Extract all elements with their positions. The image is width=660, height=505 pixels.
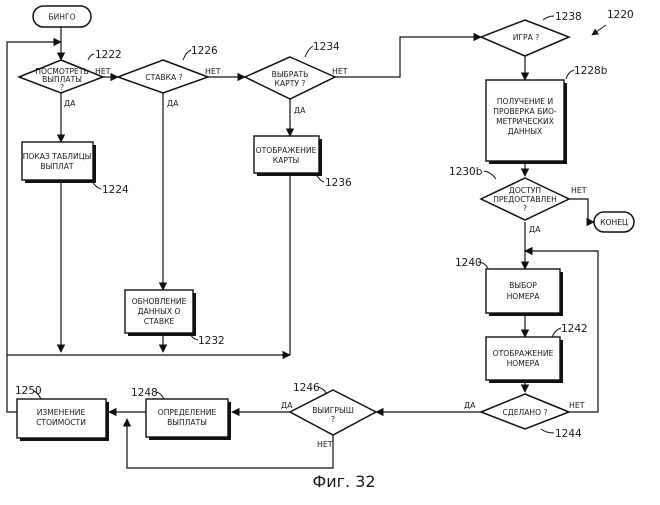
ref-1244: 1244 <box>555 428 582 440</box>
ref-1250: 1250 <box>15 385 42 397</box>
leader-1230b <box>484 171 496 179</box>
figure-caption: Фиг. 32 <box>312 472 375 491</box>
edge-card-no-to-game <box>335 37 481 77</box>
ref-1234: 1234 <box>313 41 340 53</box>
show-number-label-line-1: ОТОБРАЖЕНИЕ <box>493 349 554 358</box>
done-no-label: НЕТ <box>569 401 585 410</box>
determine-payout-label-line-1: ОПРЕДЕЛЕНИЕ <box>158 408 217 417</box>
leader-1220 <box>592 25 606 35</box>
card-yes-label: ДА <box>294 106 306 115</box>
show-number-label-line-2: НОМЕРА <box>507 359 541 368</box>
access-no-label: НЕТ <box>571 186 587 195</box>
show-table-box <box>22 142 93 180</box>
view-payouts-label-line-3: ? <box>60 83 64 92</box>
bet-yes-label: ДА <box>167 99 179 108</box>
show-table-label-line-2: ВЫПЛАТ <box>40 162 74 171</box>
ref-1222: 1222 <box>95 49 122 61</box>
bet-no-label: НЕТ <box>205 67 221 76</box>
choose-card-label-line-1: ВЫБРАТЬ <box>272 70 309 79</box>
ref-1224: 1224 <box>102 184 129 196</box>
select-number-box <box>486 269 560 313</box>
win-no-label: НЕТ <box>317 440 333 449</box>
ref-1236: 1236 <box>325 177 352 189</box>
ref-1232: 1232 <box>198 335 225 347</box>
update-bet-label-line-3: СТАВКЕ <box>144 317 175 326</box>
ref-1228b: 1228b <box>574 65 608 77</box>
ref-1238: 1238 <box>555 11 582 23</box>
leader-1228b <box>566 70 574 79</box>
leader-1242 <box>552 328 561 337</box>
ref-1220: 1220 <box>607 9 634 21</box>
biometrics-label-line-3: МЕТРИЧЕСКИХ <box>496 117 554 126</box>
leader-1238 <box>543 16 554 20</box>
show-card-label-line-2: КАРТЫ <box>273 156 300 165</box>
win-yes-label: ДА <box>281 401 293 410</box>
edge-change-loop-back <box>7 42 61 412</box>
leader-1234 <box>305 46 313 57</box>
card-no-label: НЕТ <box>332 67 348 76</box>
select-number-label-line-1: ВЫБОР <box>509 281 537 290</box>
access-label-line-2: ПРЕДОСТАВЛЕН <box>493 195 557 204</box>
determine-payout-label-line-2: ВЫПЛАТЫ <box>167 418 207 427</box>
select-number-label-line-2: НОМЕРА <box>507 292 541 301</box>
bet-label-line-1: СТАВКА ? <box>145 73 182 82</box>
show-card-label-line-1: ОТОБРАЖЕНИЕ <box>256 146 317 155</box>
change-cost-label-line-1: ИЗМЕНЕНИЕ <box>37 408 86 417</box>
choose-card-label-line-2: КАРТУ ? <box>275 79 306 88</box>
ref-1246: 1246 <box>293 382 320 394</box>
access-yes-label: ДА <box>529 225 541 234</box>
ref-1230b: 1230b <box>449 166 483 178</box>
biometrics-label-line-2: ПРОВЕРКА БИО- <box>493 107 557 116</box>
access-label-line-1: ДОСТУП <box>509 186 541 195</box>
update-bet-label-line-2: ДАННЫХ О <box>138 307 181 316</box>
edge-access-no-to-end <box>569 199 594 222</box>
view-no-label: НЕТ <box>95 67 111 76</box>
leader-1226 <box>183 50 191 60</box>
done-yes-label: ДА <box>464 401 476 410</box>
view-yes-label: ДА <box>64 99 76 108</box>
ref-1242: 1242 <box>561 323 588 335</box>
change-cost-label-line-2: СТОИМОСТИ <box>36 418 86 427</box>
end-label-line-1: КОНЕЦ <box>600 218 628 227</box>
ref-1240: 1240 <box>455 257 482 269</box>
game-label-line-1: ИГРА ? <box>513 33 540 42</box>
leader-1222 <box>88 54 94 60</box>
leader-1244 <box>541 429 554 433</box>
biometrics-label-line-4: ДАННЫХ <box>508 127 542 136</box>
ref-1248: 1248 <box>131 387 158 399</box>
show-table-label-line-1: ПОКАЗ ТАБЛИЦЫ <box>23 152 92 161</box>
ref-1226: 1226 <box>191 45 218 57</box>
win-label-line-1: ВЫИГРЫШ <box>312 406 354 415</box>
update-bet-label-line-1: ОБНОВЛЕНИЕ <box>132 297 187 306</box>
start-label-line-1: БИНГО <box>48 13 75 22</box>
biometrics-label-line-1: ПОЛУЧЕНИЕ И <box>497 97 553 106</box>
done-label-line-1: СДЕЛАНО ? <box>502 408 547 417</box>
win-label-line-2: ? <box>331 415 335 424</box>
access-label-line-3: ? <box>523 204 527 213</box>
